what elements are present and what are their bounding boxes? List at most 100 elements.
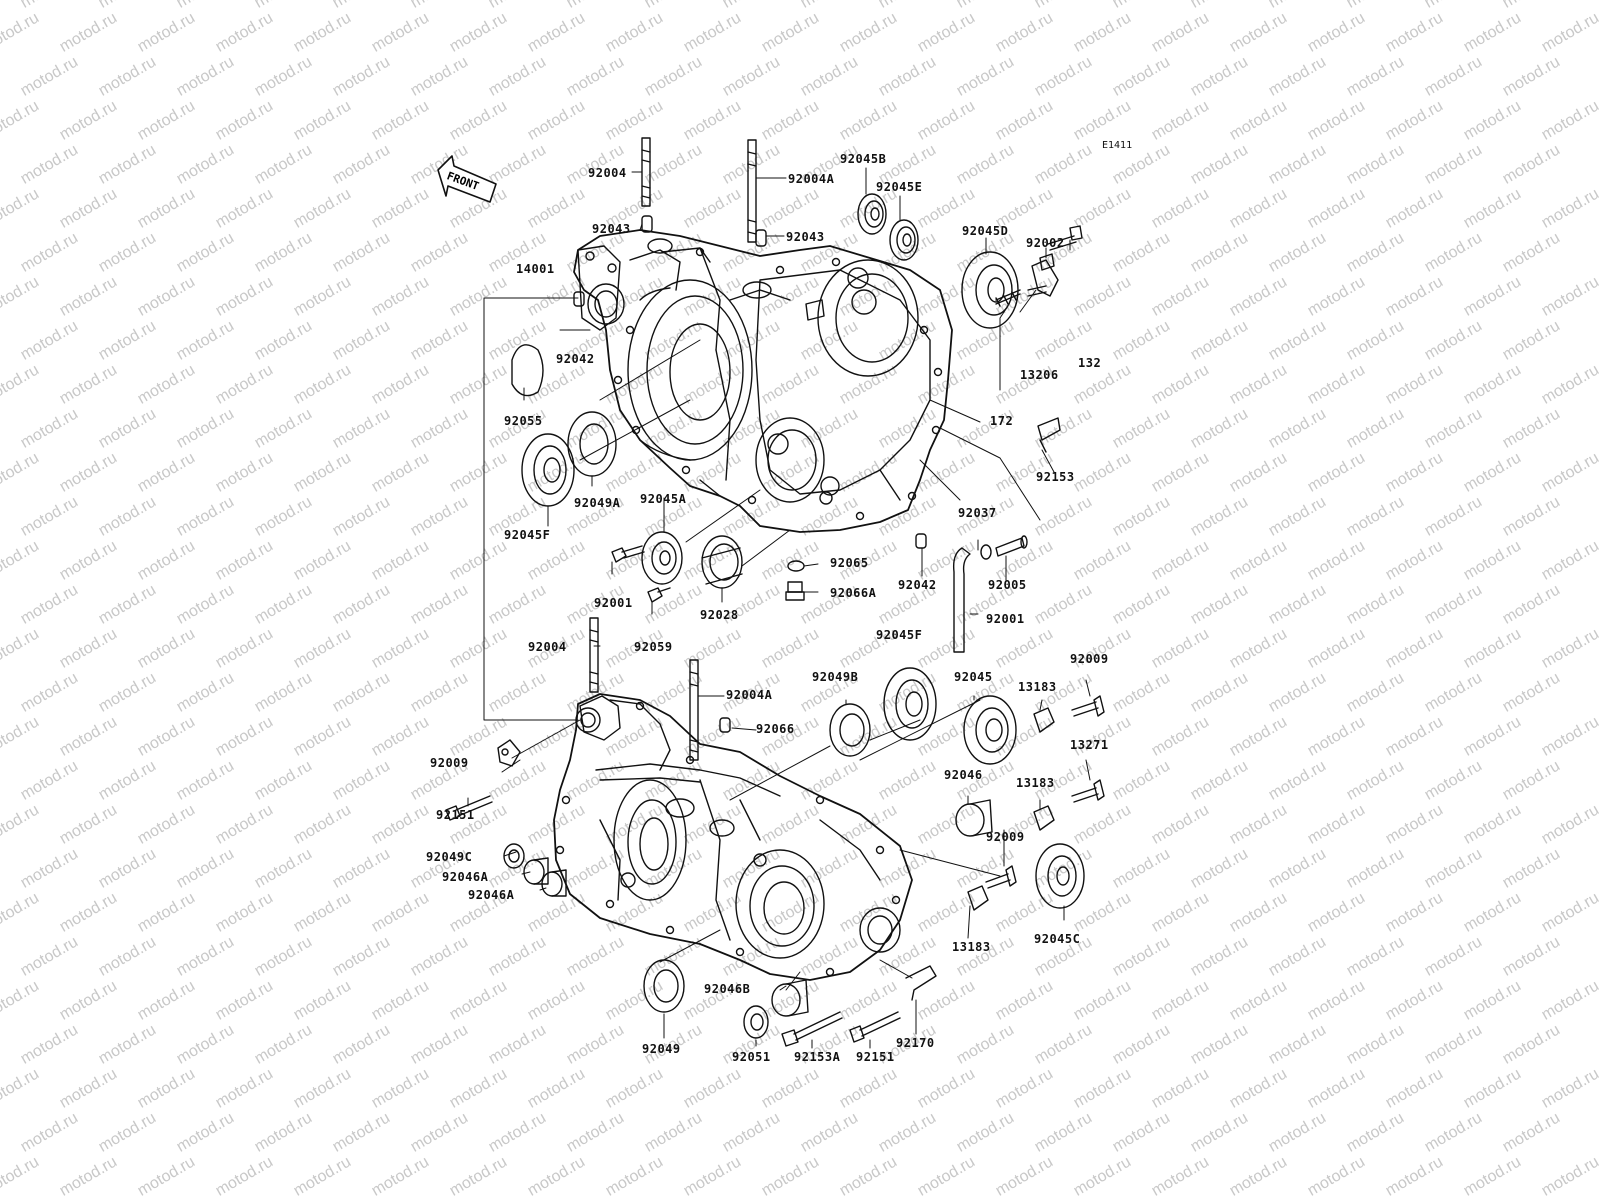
bearing-92045 [963,695,1017,765]
seal-92051 [743,1005,769,1039]
screw-92002 [1027,253,1055,297]
callout-92045F[interactable]: 92045F [876,628,923,642]
callout-92045D[interactable]: 92045D [962,224,1009,238]
callout-92043[interactable]: 92043 [592,222,631,236]
bolt-92009-b [1071,779,1105,803]
callout-14001[interactable]: 14001 [516,262,555,276]
callout-92049[interactable]: 92049 [642,1042,681,1056]
callout-92153A[interactable]: 92153A [794,1050,841,1064]
callout-92004A[interactable]: 92004A [788,172,835,186]
callout-92042[interactable]: 92042 [556,352,595,366]
callout-92046A[interactable]: 92046A [468,888,515,902]
plate-13271 [497,739,521,767]
dowel-92043-a [641,215,653,233]
dowel-92043-b [755,229,767,247]
callout-92045[interactable]: 92045 [954,670,993,684]
callout-13183[interactable]: 13183 [1016,776,1055,790]
bolt-92151-b [849,1011,901,1043]
bolt-92001-b [647,587,671,603]
upper-crankcase-half [573,229,953,533]
callout-92009[interactable]: 13271 [1070,738,1109,752]
bearing-92046B [771,979,809,1017]
callout-92045A[interactable]: 92045A [640,492,687,506]
hose-92059 [952,547,971,653]
fitting-92005 [995,535,1028,557]
stud-92004A-upper [747,139,757,243]
washer-92065 [787,560,805,572]
fitting-92153 [1037,417,1061,453]
bolt-132 [1047,225,1083,251]
stud-92004-upper [641,137,651,207]
callout-92066A[interactable]: 92066A [830,586,877,600]
callout-92151[interactable]: 92151 [436,808,475,822]
callout-92066[interactable]: 92066 [756,722,795,736]
callout-92051[interactable]: 92051 [732,1050,771,1064]
callout-92055[interactable]: 92055 [504,414,543,428]
callout-92049B[interactable]: 92049B [812,670,859,684]
dowel-92042-b [915,533,927,549]
leader-lines [467,167,1091,1049]
callout-92009[interactable]: 92009 [986,830,1025,844]
callout-132[interactable]: 132 [1078,356,1102,370]
callout-92004[interactable]: 92004 [588,166,627,180]
bearing-92045F-lower [883,667,937,741]
callout-92009[interactable]: 92009 [1070,652,1109,666]
callout-92049C[interactable]: 92049C [426,850,473,864]
dowel-92066 [719,717,731,733]
plate-13183-a [1033,707,1055,733]
stud-92004-lower [589,617,599,693]
bearing-92045A [641,531,683,585]
callout-92004[interactable]: 92004 [528,640,567,654]
callout-92065[interactable]: 92065 [830,556,869,570]
callout-13271[interactable]: 92009 [430,756,469,770]
callout-92059[interactable]: 92001 [986,612,1025,626]
bolt-92001-a [611,545,645,563]
callout-92037[interactable]: 92037 [958,506,997,520]
callout-92151[interactable]: 92151 [856,1050,895,1064]
bolt-92151-a [445,795,493,821]
callout-92043[interactable]: 92043 [786,230,825,244]
callout-13183[interactable]: 13183 [1018,680,1057,694]
callout-172[interactable]: 172 [990,414,1014,428]
oring-92037 [980,544,992,560]
callout-92045B[interactable]: 92045B [840,152,887,166]
bearing-92046A-b [541,869,567,897]
lower-crankcase-half [553,693,913,981]
spring-172 [995,289,1021,307]
callout-92049A[interactable]: 92049A [574,496,621,510]
callout-13183[interactable]: 13183 [952,940,991,954]
bearing-92046 [955,799,993,837]
callout-92170[interactable]: 92170 [896,1036,935,1050]
washer-92049C [503,843,525,869]
callout-92001[interactable]: 92001 [594,596,633,610]
callout-92005[interactable]: 92005 [988,578,1027,592]
bolt-92153A [781,1011,843,1047]
plate-13183-c [967,885,989,911]
callout-13206[interactable]: 13206 [1020,368,1059,382]
bearing-92045D [961,251,1019,329]
diagram-code: E1411 [1102,140,1133,151]
callout-92045E[interactable]: 92045E [876,180,923,194]
callout-92046[interactable]: 92046 [944,768,983,782]
gasket-92055 [511,344,544,397]
bearing-92045E [889,219,919,261]
callout-92046A[interactable]: 92046A [442,870,489,884]
seal-92049B [829,703,871,757]
callout-92004A[interactable]: 92004A [726,688,773,702]
callout-92001[interactable]: 92059 [634,640,673,654]
callout-92046B[interactable]: 92046B [704,982,751,996]
callout-92028[interactable]: 92028 [700,608,739,622]
seal-92049 [643,959,685,1013]
bolt-92009-a [1071,695,1105,717]
callout-92002[interactable]: 92002 [1026,236,1065,250]
bearing-92045B [857,193,887,235]
callout-92042[interactable]: 92042 [898,578,937,592]
plug-92066A [785,581,805,601]
plate-13206 [1031,259,1059,297]
bearing-92046A-a [523,857,549,885]
callout-92045F[interactable]: 92045F [504,528,551,542]
callout-92045C[interactable]: 92045C [1034,932,1081,946]
callout-92153[interactable]: 92153 [1036,470,1075,484]
